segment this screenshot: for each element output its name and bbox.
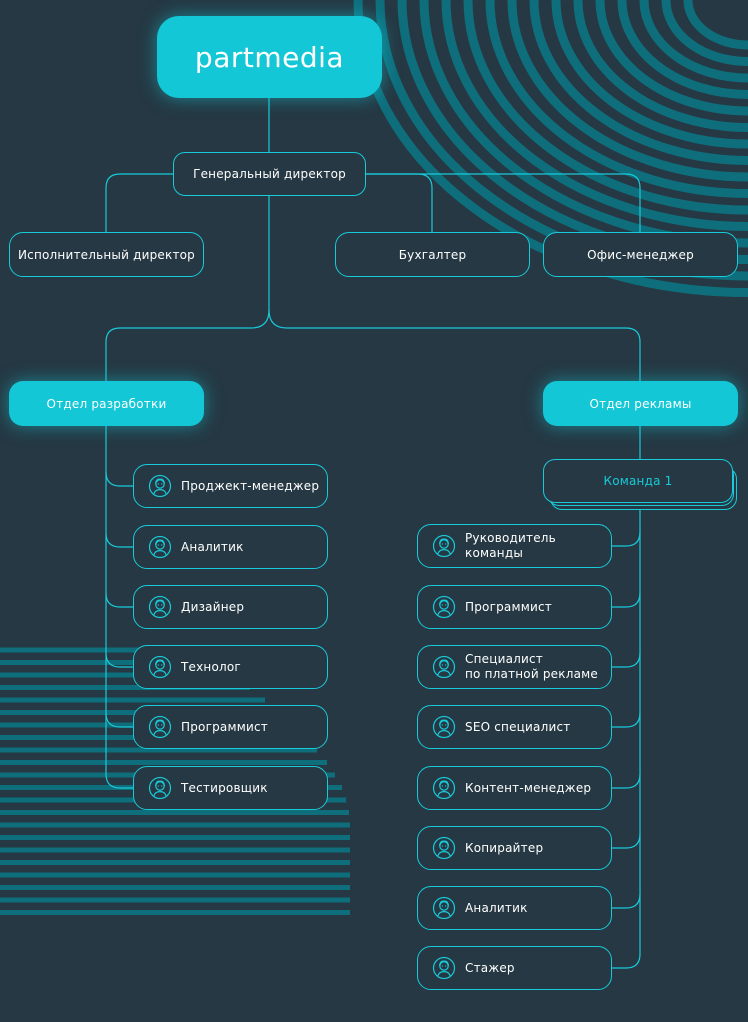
dev-member-box: Аналитик [133,525,328,569]
dev-member-label: Тестировщик [181,780,268,795]
stripe-arc [507,0,748,182]
ads-member-box: Руководитель команды [417,524,612,568]
stripe-arc [595,0,748,116]
person-avatar-icon [148,535,172,559]
ads-member-box: Контент-менеджер [417,766,612,810]
person-avatar-icon [432,715,456,739]
executive-director-box: Исполнительный директор [9,232,204,277]
stripe-arc [463,0,748,215]
dev-member-label: Технолог [181,659,241,674]
office-manager-box: Офис-менеджер [543,232,738,277]
ads-member-box: Программист [417,585,612,629]
dev-member-box: Проджект-менеджер [133,464,328,508]
person-avatar-icon [432,836,456,860]
stripe-arc [529,0,748,165]
ads-member-label: SEO специалист [465,719,571,734]
ads-member-box: Стажер [417,946,612,990]
person-avatar-icon [432,956,456,980]
ads-member-box: Аналитик [417,886,612,930]
stripe-arc [551,0,748,149]
person-avatar-icon [432,534,456,558]
dev-member-box: Тестировщик [133,766,328,810]
dev-member-label: Программист [181,719,268,734]
person-avatar-icon [148,715,172,739]
stripe-arc [485,0,748,198]
dev-department-box: Отдел разработки [9,381,204,426]
dev-member-box: Дизайнер [133,585,328,629]
dev-member-label: Аналитик [181,539,244,554]
dev-member-label: Дизайнер [181,599,245,614]
person-avatar-icon [148,595,172,619]
ads-member-box: Копирайтер [417,826,612,870]
person-avatar-icon [432,595,456,619]
ads-member-label: Руководитель команды [465,531,556,560]
ads-member-label: Контент-менеджер [465,780,592,795]
stripe-arc [441,0,748,231]
team-1-box: Команда 1 [543,459,733,503]
company-logo: partmedia [157,16,382,98]
person-avatar-icon [148,655,172,679]
person-avatar-icon [432,896,456,920]
person-avatar-icon [148,776,172,800]
stripe-arc [573,0,748,132]
ads-department-box: Отдел рекламы [543,381,738,426]
dev-member-box: Программист [133,705,328,749]
dev-member-box: Технолог [133,645,328,689]
stripe-arc [617,0,748,99]
stripe-arc [639,0,748,83]
stripe-arc [661,0,748,66]
stripe-arc [683,0,748,50]
accountant-box: Бухгалтер [335,232,530,277]
ads-member-label: Программист [465,599,552,614]
person-avatar-icon [432,776,456,800]
person-avatar-icon [148,474,172,498]
ads-member-label: Стажер [465,960,515,975]
person-avatar-icon [432,655,456,679]
ceo-box: Генеральный директор [173,152,366,196]
ads-member-label: Копирайтер [465,840,544,855]
ads-member-label: Аналитик [465,900,528,915]
dev-member-label: Проджект-менеджер [181,478,320,493]
ads-member-box: SEO специалист [417,705,612,749]
